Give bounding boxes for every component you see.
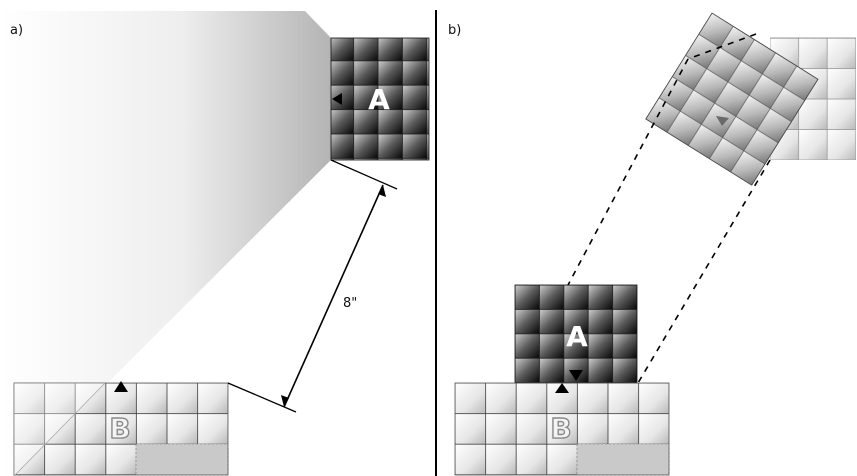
tile-a-left-triangle [332, 93, 342, 105]
tile-a-dark-grid-b: A [514, 284, 638, 384]
tile-a-dark-grid: A [330, 37, 430, 161]
panel-a-label: a) [10, 23, 23, 38]
rotated-projection-tile [645, 12, 819, 186]
tile-b-up-triangle [114, 381, 128, 392]
tile-b-light-grid-b: B [454, 382, 670, 476]
tile-b-letter: B [109, 412, 130, 445]
tile-a-letter-b: A [566, 320, 588, 353]
panel-b: b) A B [448, 12, 856, 476]
dimension-8in: 8" [227, 159, 398, 413]
tile-b-up-triangle-b [555, 383, 569, 393]
tile-a-letter: A [368, 83, 390, 116]
tile-b-empty-cells [135, 443, 229, 476]
tile-b-empty-cells-b [576, 443, 670, 476]
tile-a-down-triangle [569, 370, 583, 381]
rotated-tile-triangle [716, 116, 729, 126]
panel-a: B A 8" a) [0, 11, 430, 476]
panel-b-label: b) [448, 23, 461, 38]
dimension-arrow [283, 184, 384, 408]
tile-b-letter-b: B [550, 412, 571, 445]
tile-b-light-grid: B [13, 381, 229, 476]
dimension-label: 8" [343, 296, 357, 311]
shadow-edge [13, 382, 106, 476]
shadow-cone [0, 11, 331, 476]
